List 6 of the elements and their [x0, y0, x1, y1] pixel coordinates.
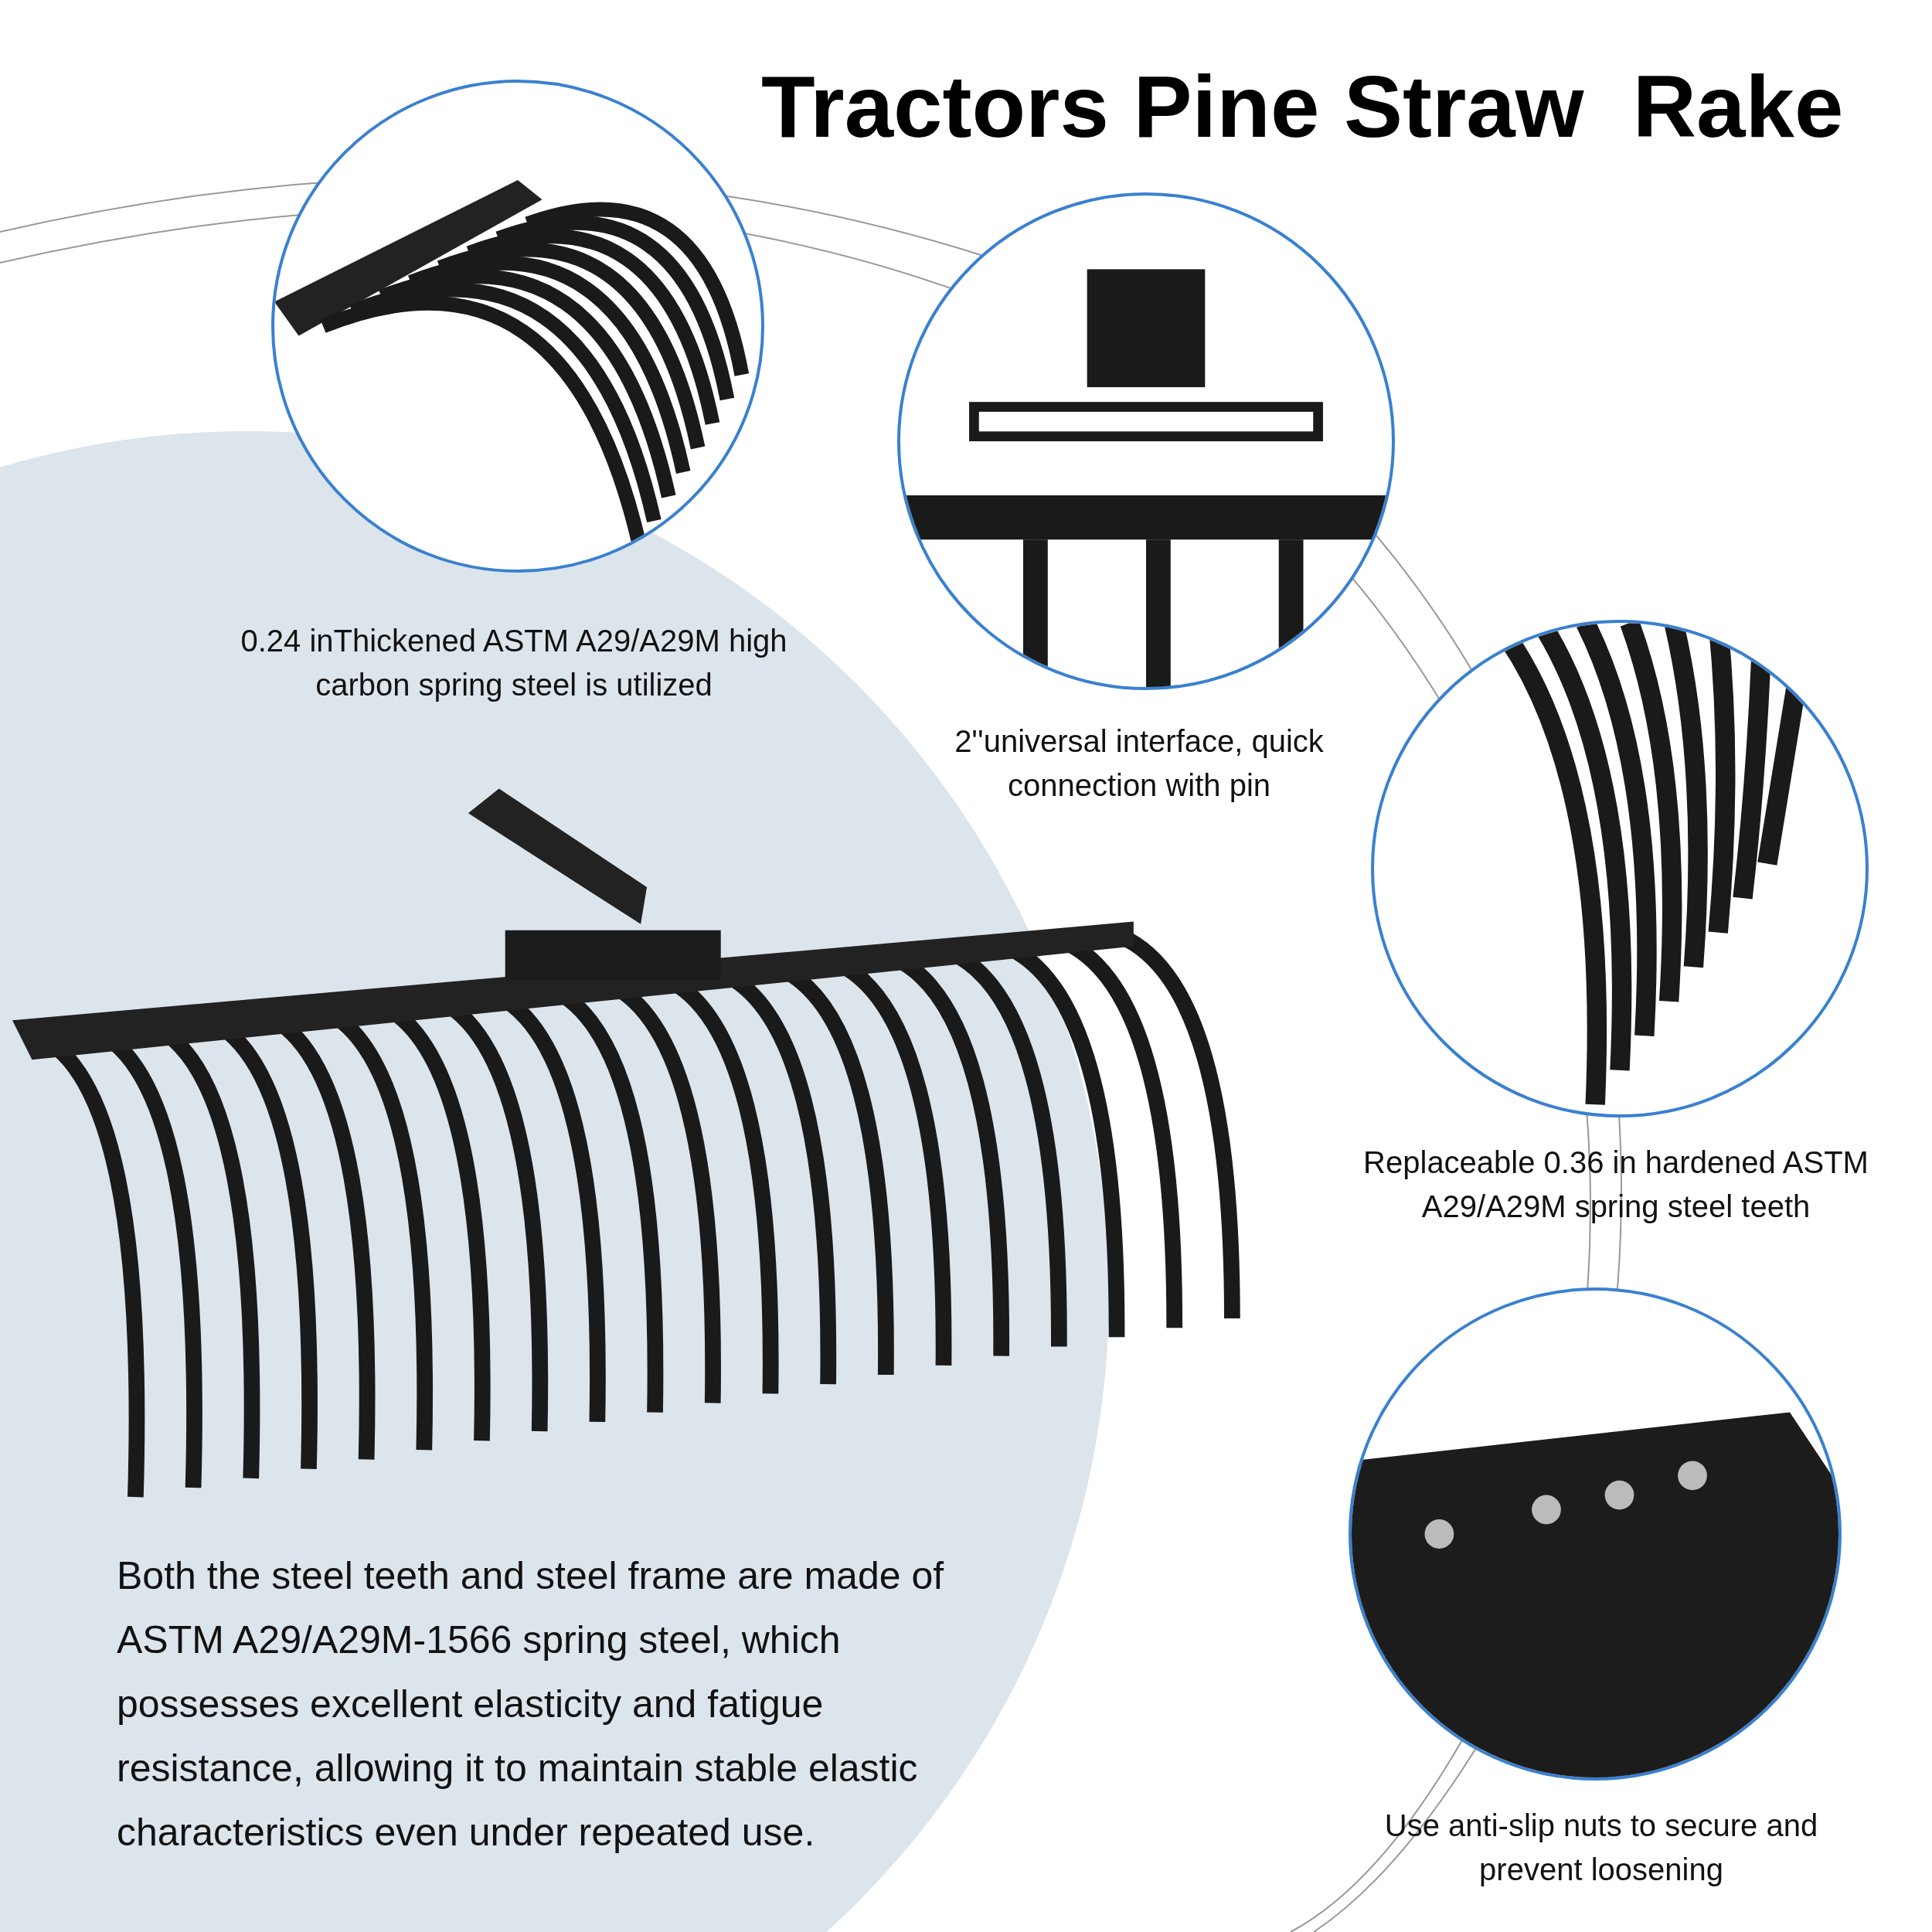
- caption-text: 0.24 inThickened ASTM A29/A29M high carbon spring steel is utilized: [240, 623, 788, 703]
- caption-text: Replaceable 0.36 in hardened ASTM A29/A29M spring steel teeth: [1362, 1145, 1869, 1225]
- title: Tractors Pine Straw Rake: [761, 56, 1844, 157]
- description-paragraph: Both the steel teeth and steel frame are made of ASTM A29/A29M-1566 spring steel, which possesses excellent elasticity and fatigue resistance, allowing it to maintain stable elastic characteristics even under repeated use.: [117, 1553, 945, 1855]
- caption-text: 2''universal interface, quick connection with pin: [954, 723, 1325, 804]
- caption-text: Use anti-slip nuts to secure and prevent loosening: [1383, 1808, 1819, 1888]
